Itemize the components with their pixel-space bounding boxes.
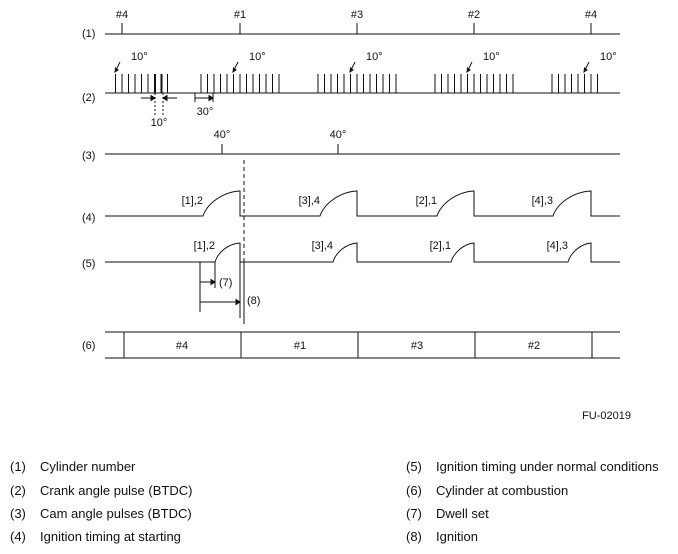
legend-text-3: Cam angle pulses (BTDC) [40, 506, 192, 521]
crank-angle-arrows [114, 61, 590, 74]
legend-text-2: Crank angle pulse (BTDC) [40, 483, 193, 498]
ignition-normal-label-3: [2],1 [430, 240, 451, 252]
cam-angle-label-2: 40° [330, 129, 347, 141]
legend-item-8: (8) Ignition [406, 529, 478, 545]
legend-item-7: (7) Dwell set [406, 506, 489, 522]
ignition-normal-label-1: [1],2 [194, 240, 215, 252]
crank-angle-label-3: 10° [366, 51, 383, 63]
legend-num-5: (5) [406, 459, 422, 474]
combustion-cylinder-2: #1 [294, 340, 306, 352]
row-label-4: (4) [82, 212, 95, 224]
legend-text-1: Cylinder number [40, 459, 136, 474]
crank-scale-30-label: 30° [197, 106, 214, 118]
legend-item-2: (2) Crank angle pulse (BTDC) [10, 483, 192, 499]
dwell-and-ignition-markers [199, 262, 245, 324]
ignition-starting-label-3: [2],1 [416, 195, 437, 207]
row-label-6: (6) [82, 340, 95, 352]
ignition-starting-label-2: [3],4 [299, 195, 320, 207]
timing-diagram: (1) (2) (3) (4) (5) (6) #4 #1 #3 #2 #4 [82, 9, 631, 422]
legend-num-6: (6) [406, 483, 422, 498]
row-label-3: (3) [82, 150, 95, 162]
cylinder-label-5: #4 [585, 9, 597, 21]
combustion-cylinder-1: #4 [176, 340, 188, 352]
cylinder-label-2: #1 [234, 9, 246, 21]
legend-text-8: Ignition [436, 529, 478, 544]
crank-angle-label-2: 10° [249, 51, 266, 63]
crank-angle-label-4: 10° [483, 51, 500, 63]
figure-code: FU-02019 [582, 410, 631, 422]
ignition-normal-label-4: [4],3 [547, 240, 568, 252]
legend-item-5: (5) Ignition timing under normal conditio… [406, 459, 659, 475]
cylinder-label-1: #4 [116, 9, 128, 21]
legend-item-4: (4) Ignition timing at starting [10, 529, 181, 545]
ignition-starting-waveform [105, 190, 620, 217]
dwell-set-label: (7) [219, 277, 232, 289]
cylinder-label-4: #2 [468, 9, 480, 21]
combustion-cylinder-4: #2 [528, 340, 540, 352]
cylinder-ticks [121, 23, 592, 34]
legend-num-1: (1) [10, 459, 26, 474]
legend-num-3: (3) [10, 506, 26, 521]
crank-scale-10deg [141, 93, 177, 117]
row-label-2: (2) [82, 92, 95, 104]
crank-angle-label-1: 10° [131, 51, 148, 63]
ignition-starting-label-4: [4],3 [532, 195, 553, 207]
ignition-starting-label-1: [1],2 [182, 195, 203, 207]
cam-angle-label-1: 40° [214, 129, 231, 141]
legend-text-5: Ignition timing under normal conditions [436, 459, 659, 474]
legend-text-4: Ignition timing at starting [40, 529, 181, 544]
legend-num-8: (8) [406, 529, 422, 544]
crank-pulse-ticks [115, 74, 598, 93]
legend-item-1: (1) Cylinder number [10, 459, 135, 475]
ignition-point-label: (8) [247, 295, 260, 307]
crank-scale-30deg [194, 93, 214, 102]
legend-text-7: Dwell set [436, 506, 489, 521]
ignition-normal-label-2: [3],4 [312, 240, 333, 252]
cylinder-label-3: #3 [351, 9, 363, 21]
combustion-dividers [123, 332, 593, 358]
row-label-1: (1) [82, 28, 95, 40]
legend-num-7: (7) [406, 506, 422, 521]
crank-angle-label-5: 10° [600, 51, 617, 63]
legend-item-6: (6) Cylinder at combustion [406, 483, 568, 499]
legend-item-3: (3) Cam angle pulses (BTDC) [10, 506, 192, 522]
legend-text-6: Cylinder at combustion [436, 483, 569, 498]
row-label-5: (5) [82, 258, 95, 270]
legend-num-2: (2) [10, 483, 26, 498]
crank-scale-10-label: 10° [151, 117, 168, 129]
ignition-normal-waveform [105, 242, 620, 263]
combustion-cylinder-3: #3 [411, 340, 423, 352]
legend-num-4: (4) [10, 529, 26, 544]
